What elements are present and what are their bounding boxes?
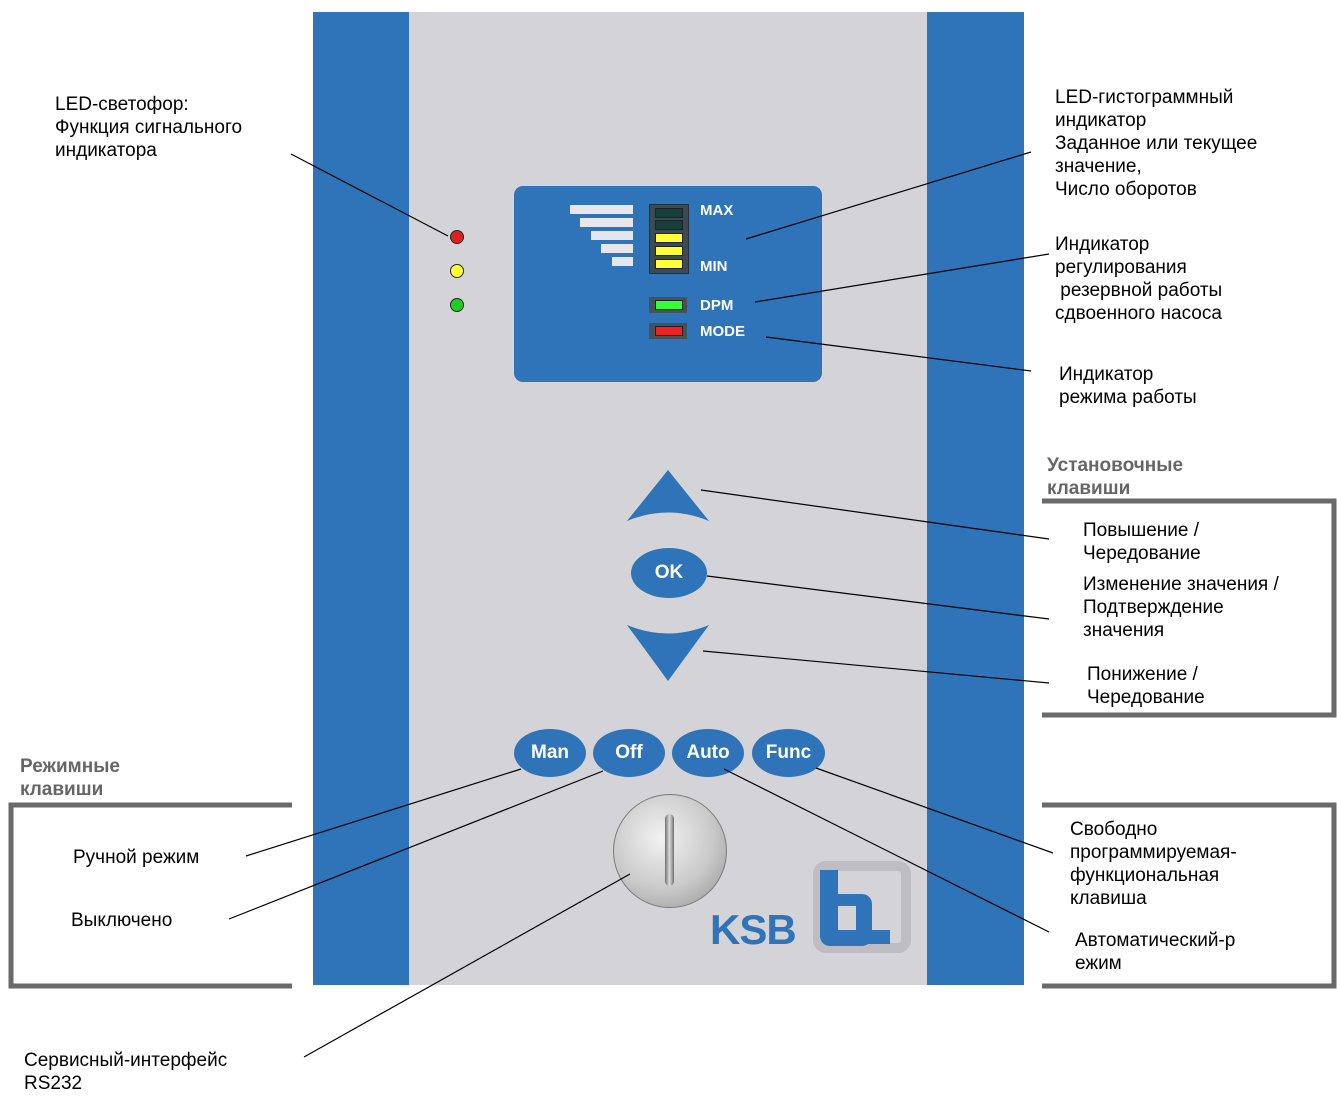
dpm-indicator (655, 300, 683, 310)
bargraph-segment-2 (655, 220, 683, 230)
ksb-logo-text: KSB (710, 906, 797, 953)
off-button[interactable]: Off (593, 729, 665, 777)
annotation-mode: Индикатор режима работы (1059, 364, 1197, 408)
annotation-bargraph: LED-гистограммный индикатор Заданное или… (1055, 87, 1258, 200)
led-green (450, 298, 464, 312)
bargraph-symbol-step-1 (570, 205, 633, 214)
device-left-bar (313, 12, 409, 985)
annotation-func: Свободно программируемая- функциональная… (1070, 819, 1237, 909)
bargraph-symbol-step-5 (612, 257, 633, 266)
label-min: MIN (700, 258, 728, 275)
label-dpm: DPM (700, 297, 734, 314)
annotation-off: Выключено (71, 910, 173, 931)
annotation-up: Повышение / Чередование (1083, 520, 1201, 564)
man-button[interactable]: Man (514, 729, 586, 777)
up-arrow-key[interactable] (627, 470, 709, 521)
device-right-bar (927, 12, 1024, 985)
bargraph-symbol-step-2 (580, 218, 633, 227)
annotation-dpm: Индикатор регулирования резервной работы… (1055, 234, 1223, 324)
annotation-ok: Изменение значения / Подтверждение значе… (1083, 574, 1279, 641)
auto-button[interactable]: Auto (672, 729, 744, 777)
led-yellow (450, 264, 464, 278)
service-cap-slot (665, 814, 674, 886)
bargraph-segment-4 (655, 246, 683, 256)
mode-keys-title: Режимные клавиши (20, 756, 120, 800)
func-button[interactable]: Func (752, 729, 825, 777)
annotation-service: Сервисный-интерфейс RS232 (24, 1050, 228, 1094)
annotation-traffic-light: LED-светофор: Функция сигнального индика… (55, 94, 243, 161)
bargraph-segment-3 (655, 233, 683, 243)
ok-button[interactable]: OK (631, 548, 707, 598)
label-max: MAX (700, 202, 734, 219)
annotation-manual: Ручной режим (73, 847, 200, 868)
setting-keys-title: Установочные клавиши (1047, 455, 1184, 499)
down-arrow-key[interactable] (627, 625, 709, 681)
annotation-down: Понижение / Чередование (1087, 664, 1205, 708)
annotation-auto: Автоматический-р ежим (1075, 930, 1236, 974)
mode-indicator (655, 326, 683, 336)
label-mode: MODE (700, 323, 745, 340)
led-red (450, 230, 464, 244)
bargraph-segment-1 (655, 208, 683, 218)
bargraph-symbol-step-3 (591, 231, 633, 240)
bargraph-segment-5 (655, 259, 683, 269)
mode-keys-bracket (8, 802, 292, 989)
bargraph-symbol-step-4 (601, 244, 633, 253)
